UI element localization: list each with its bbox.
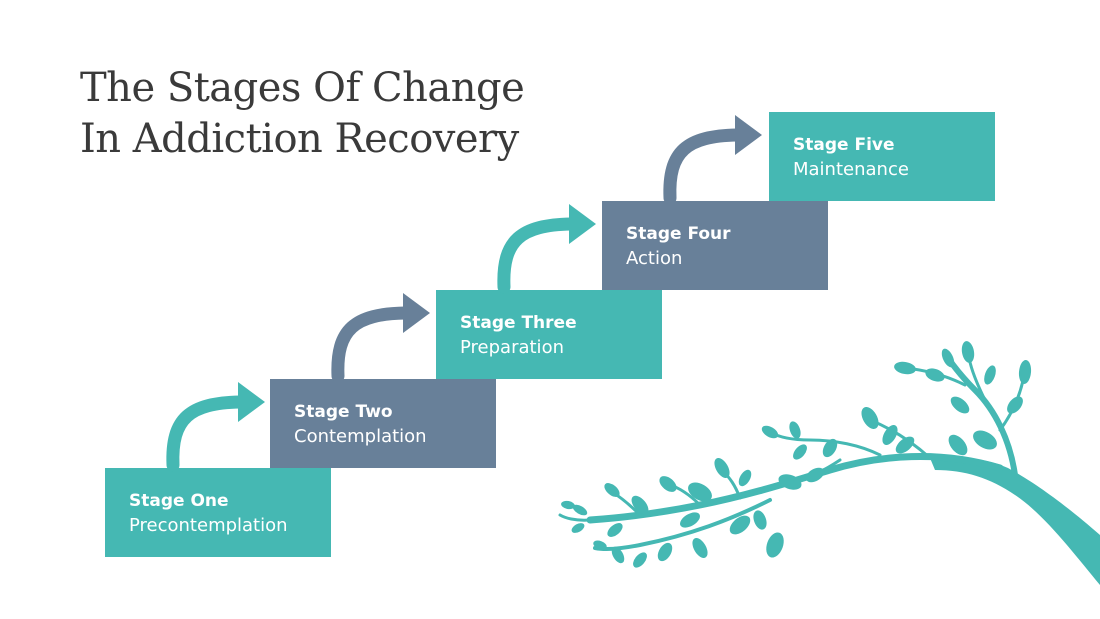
title-line-2: In Addiction Recovery: [80, 116, 519, 162]
stage-label: Stage Three: [460, 313, 577, 333]
curved-arrow-icon: [331, 293, 430, 383]
stage-label: Stage Two: [294, 402, 393, 422]
stage-name: Preparation: [460, 337, 564, 358]
stage-box-three: Stage Three Preparation: [436, 290, 662, 379]
title-line-1: The Stages Of Change: [80, 65, 525, 111]
stage-label: Stage Four: [626, 224, 731, 244]
stage-box-five: Stage Five Maintenance: [769, 112, 995, 201]
curved-arrow-icon: [497, 204, 596, 294]
stage-name: Maintenance: [793, 159, 909, 180]
stage-box-one: Stage One Precontemplation: [105, 468, 331, 557]
curved-arrow-icon: [663, 115, 762, 205]
stage-name: Contemplation: [294, 426, 427, 447]
stage-box-four: Stage Four Action: [602, 201, 828, 290]
stage-label: Stage One: [129, 491, 229, 511]
stage-name: Precontemplation: [129, 515, 288, 536]
curved-arrow-icon: [166, 382, 265, 472]
stage-box-two: Stage Two Contemplation: [270, 379, 496, 468]
stage-name: Action: [626, 248, 683, 269]
stage-label: Stage Five: [793, 135, 895, 155]
